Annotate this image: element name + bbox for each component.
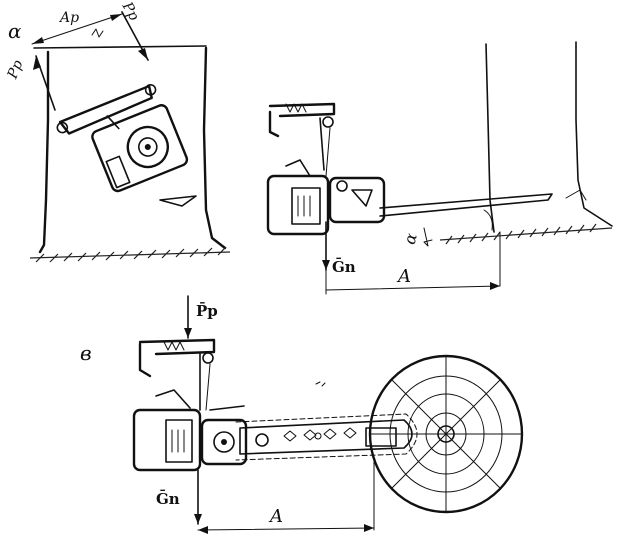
- saw-body-b: [266, 174, 330, 236]
- label-figure-c: в: [80, 341, 92, 365]
- label-a-c: A: [268, 506, 283, 527]
- dim-line-a-c: [197, 527, 375, 531]
- bar-under-saw: [159, 195, 197, 207]
- ground-hatching-b: [439, 223, 613, 245]
- figure-c-log-cut: в: [80, 295, 524, 534]
- saw-panel-c: [165, 419, 193, 463]
- label-pp-right: Pp: [118, 0, 142, 23]
- trunk-top-edge: [33, 45, 207, 49]
- guide-bar-b: [379, 193, 553, 217]
- tree-trunk-b-right: [575, 41, 613, 227]
- tree-trunk-left-edge: [38, 50, 50, 254]
- figure-a-vertical-cut: α Pp Ap Pp: [4, 0, 231, 263]
- label-pp-left: Pp: [4, 58, 26, 82]
- dim-line-ap: [31, 13, 123, 45]
- label-gn-c: Ḡn: [156, 489, 180, 508]
- tree-trunk-b-left: [485, 43, 495, 233]
- label-a-b: A: [396, 266, 411, 287]
- saw-body: [91, 104, 189, 193]
- label-gn-b: Ḡn: [332, 257, 356, 276]
- saw-engine-b: [328, 176, 386, 224]
- label-alpha-a: α: [8, 19, 22, 43]
- label-pp-c: P̄p: [196, 301, 218, 320]
- ground-hatching-a: [29, 246, 231, 263]
- chainsaw-b: [266, 102, 386, 236]
- saw-flywheel: [126, 125, 170, 169]
- chainsaw-tilted: [56, 83, 189, 193]
- guide-bar-c: [235, 413, 418, 461]
- saw-handle-b: [268, 102, 336, 138]
- saw-tank: [105, 155, 131, 189]
- saw-engine-c: [200, 418, 248, 466]
- chainsaw-c: [132, 338, 248, 472]
- log-cross-section: [368, 354, 524, 514]
- dim-line-a-b: [325, 285, 501, 291]
- saw-panel-b: [291, 187, 321, 225]
- saw-handle-c: [138, 338, 216, 378]
- figure-b-horizontal-cut: Ḡn A α: [266, 41, 613, 295]
- tree-trunk-right-edge: [202, 46, 227, 250]
- label-ap: Ap: [58, 10, 79, 26]
- label-alpha-b: α: [400, 231, 421, 247]
- saw-body-c: [132, 408, 202, 472]
